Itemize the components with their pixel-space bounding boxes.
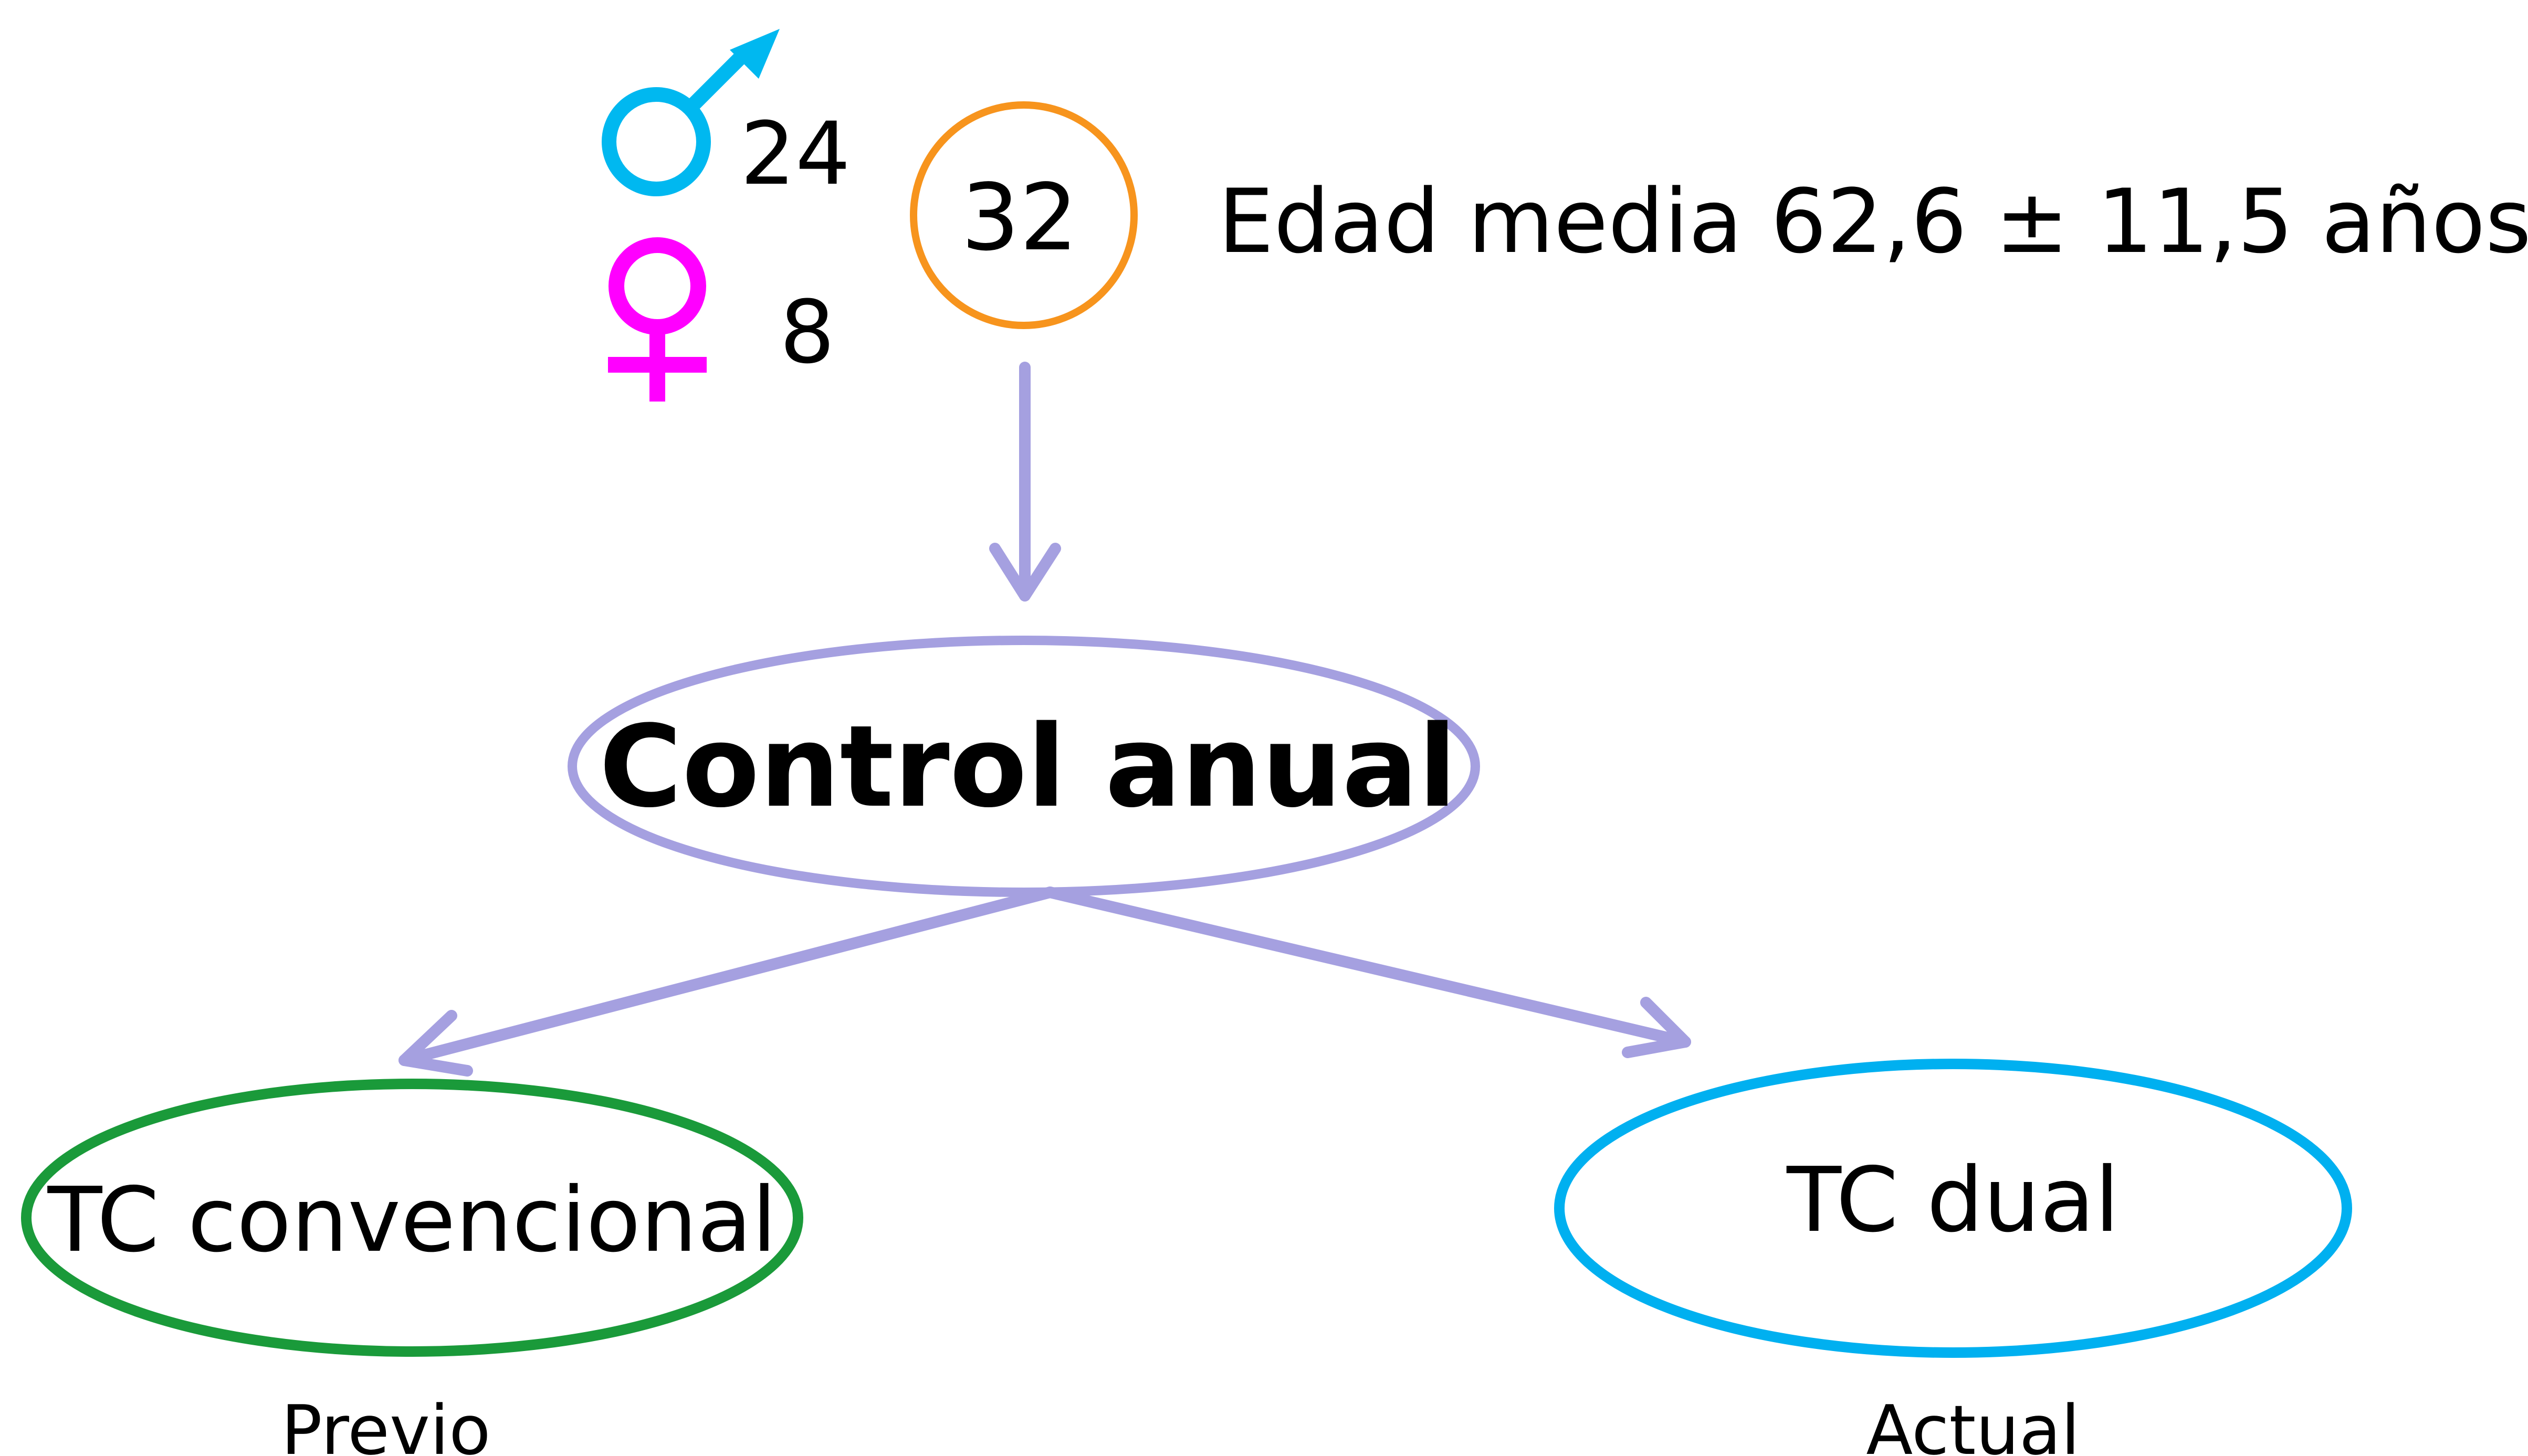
conventional-ellipse — [21, 1079, 803, 1357]
right-branch-arrow — [1044, 887, 1691, 1058]
conventional-label: TC convencional — [47, 1168, 777, 1272]
total-circle — [910, 101, 1138, 329]
left-branch-arrow — [398, 887, 1056, 1077]
female-count: 8 — [780, 282, 835, 383]
female-symbol-icon — [608, 237, 707, 402]
control-label: Control anual — [599, 701, 1457, 832]
dual-ellipse — [1554, 1059, 2352, 1358]
age-text: Edad media 62,6 ± 11,5 años — [1218, 170, 2528, 273]
dual-label: TC dual — [1786, 1148, 2120, 1252]
control-ellipse — [568, 636, 1480, 897]
total-count: 32 — [961, 165, 1078, 271]
male-symbol-icon — [602, 29, 780, 196]
male-count: 24 — [740, 103, 851, 204]
down-arrow — [989, 362, 1061, 602]
dual-sublabel: Actual — [1866, 1390, 2080, 1456]
conventional-sublabel: Previo — [281, 1390, 490, 1456]
